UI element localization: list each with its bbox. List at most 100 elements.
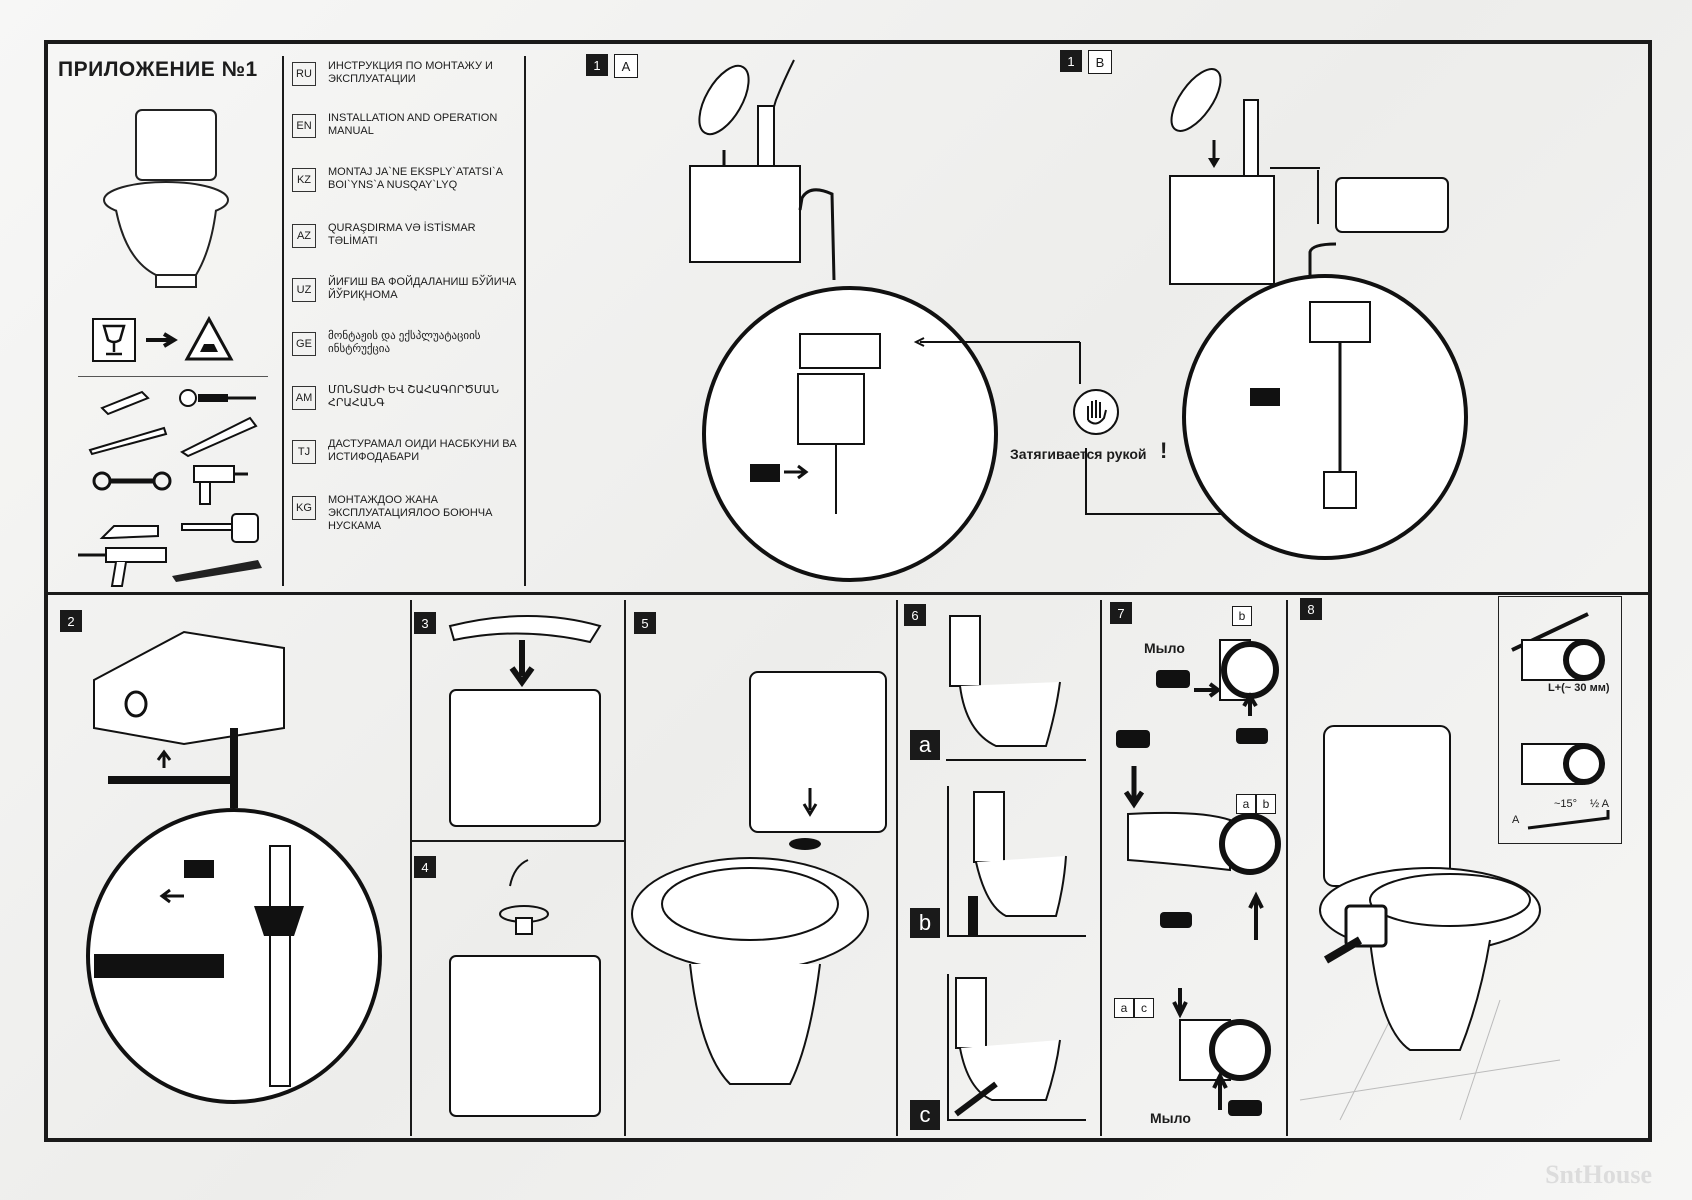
step-4-badge: 4 [414,856,436,878]
lang-row-am: AM ՄՈՆՏԱԺԻ ԵՎ ՇԱՀԱԳՈՐԾՄԱՆ ՀՐԱՀԱՆԳ [292,384,522,420]
step-1a-tank-drawing [689,59,836,281]
outer-frame [44,40,1652,1142]
lang-text: ИНСТРУКЦИЯ ПО МОНТАЖУ И ЭКСПЛУАТАЦИИ [328,60,493,85]
step-1a-number: 1 [586,54,608,76]
step-1b-number: 1 [1060,50,1082,72]
step-8-inset [1498,596,1622,844]
tape-measure-icon [181,513,259,543]
utility-knife-icon [99,525,159,539]
step-1b-detail-circle [1182,274,1468,560]
step-2-badge: 2 [60,610,82,632]
lang-row-ge: GE მონტაჟის და ექსპლუატაციის ინსტრუქცია [292,330,522,366]
lang-text: МОНТАЖДОО ЖАНА ЭКСПЛУАТАЦИЯЛОО БОЮНЧА НУ… [328,494,493,532]
step-8-toilet-drawing [1299,725,1561,1121]
lang-text: მონტაჟის და ექსპლუატაციის ინსტრუქცია [328,330,481,355]
horizontal-divider [44,592,1652,595]
step-8-a-label: A [1512,814,1520,826]
appendix-title: ПРИЛОЖЕНИЕ №1 [58,58,258,81]
exclamation-mark: ! [1160,438,1168,463]
step-8-length-label: L+(~ 30 мм) [1548,682,1610,694]
step-7-label-c: c [1134,998,1154,1018]
arrow-right-icon [146,332,178,348]
wrench-icon [92,471,172,491]
lang-code: TJ [292,440,316,464]
step-6-label-c: c [910,1100,940,1130]
lang-row-kz: KZ MONTAJ JA`NE EKSPLY`ATATSI`A BOI`YNS`… [292,166,522,202]
lang-text: ЙИҒИШ ВА ФОЙДАЛАНИШ БЎЙИЧА ЙЎРИҚНОМА [328,276,517,301]
step-3-lid-and-tank [448,615,602,827]
step-1b-tank-drawing [1169,68,1449,300]
lang-row-uz: UZ ЙИҒИШ ВА ФОЙДАЛАНИШ БЎЙИЧА ЙЎРИҚНОМА [292,276,522,312]
divider-lang-step1 [524,56,526,586]
lang-row-tj: TJ ДАСТУРАМАЛ ОИДИ НАСБКУНИ ВА ИСТИФОДАБ… [292,438,522,474]
lang-text: ՄՈՆՏԱԺԻ ԵՎ ՇԱՀԱԳՈՐԾՄԱՆ ՀՐԱՀԱՆԳ [328,384,499,409]
step-2-detail-circle [86,808,382,1104]
lang-code: GE [292,332,316,356]
divider-s3-s5 [624,600,626,1136]
lang-code: EN [292,114,316,138]
tools-separator [78,376,268,377]
toilet-illustration [103,109,229,288]
lang-row-en: EN INSTALLATION AND OPERATION MANUAL [292,112,522,148]
lang-row-az: AZ QURAŞDIRMA VƏ İSTİSMAR TƏLİMATI [292,222,522,258]
lang-code: KG [292,496,316,520]
step-7-soap-label-top: Мыло [1144,640,1185,656]
lang-text: ДАСТУРАМАЛ ОИДИ НАСБКУНИ ВА ИСТИФОДАБАРИ [328,438,517,463]
caulking-gun-icon [78,547,167,587]
level-icon [88,426,168,456]
step-7-soap-left [1116,730,1150,809]
step-7-label-b: b [1232,606,1252,626]
sealant-tube-icon [172,560,262,582]
hand-tight-label: Затягивается рукой [1010,446,1147,462]
watermark: SntHouse [1545,1160,1652,1189]
step-6-variant-b [947,786,1086,937]
step-8-cut-pipe [1511,612,1605,681]
lang-code: UZ [292,278,316,302]
step-4-button-and-tank [449,859,601,1117]
step-7-elbow-pipe [1156,639,1279,744]
step-6-label-b: b [910,908,940,938]
lang-text: MONTAJ JA`NE EKSPLY`ATATSI`A BOI`YNS`A N… [328,166,503,191]
step-6-variant-a [946,615,1086,761]
step-8-badge: 8 [1300,598,1322,620]
step-1b-letter: B [1088,50,1112,74]
divider-s7-s8 [1286,600,1288,1136]
step-6-badge: 6 [904,604,926,626]
lang-text: QURAŞDIRMA VƏ İSTİSMAR TƏLİMATI [328,222,476,247]
fragile-glass-icon [92,318,136,362]
step-7-label-a2: a [1114,998,1134,1018]
hand-icon [1073,389,1119,435]
step-7-straight-pipe [1172,988,1271,1116]
lang-row-kg: KG МОНТАЖДОО ЖАНА ЭКСПЛУАТАЦИЯЛОО БОЮНЧА… [292,494,522,532]
step-7-corrugated-pipe [1127,811,1281,940]
step-2-tank-drawing [93,630,285,808]
step-5-badge: 5 [634,612,656,634]
step-7-soap-label-bottom: Мыло [1150,1110,1191,1126]
step-1a-detail-circle [702,286,998,582]
step-3-badge: 3 [414,612,436,634]
divider-s5-s6 [896,600,898,1136]
lang-code: AZ [292,224,316,248]
step-8-slope-drawing [1527,810,1610,830]
connector-lines [913,337,1230,515]
step-5-assembly-drawing [631,671,887,1085]
pencil-icon [100,390,150,416]
step-8-fitted-pipe [1521,743,1605,785]
step-6-label-a: a [910,730,940,760]
lang-code: RU [292,62,316,86]
divider-s3-s4 [410,840,624,842]
lang-code: KZ [292,168,316,192]
step-7-label-b2: b [1256,794,1276,814]
step-7-badge: 7 [1110,602,1132,624]
hacksaw-icon [180,416,258,458]
caution-hand-icon [184,315,234,361]
screwdriver-icon [179,389,256,407]
divider-s2-s3 [410,600,412,1136]
step-8-angle-label: ~15° [1554,798,1578,810]
step-6-variant-c [947,974,1086,1121]
divider-s6-s7 [1100,600,1102,1136]
step-1a-letter: A [614,54,638,78]
lang-row-ru: RU ИНСТРУКЦИЯ ПО МОНТАЖУ И ЭКСПЛУАТАЦИИ [292,60,522,96]
lang-code: AM [292,386,316,410]
